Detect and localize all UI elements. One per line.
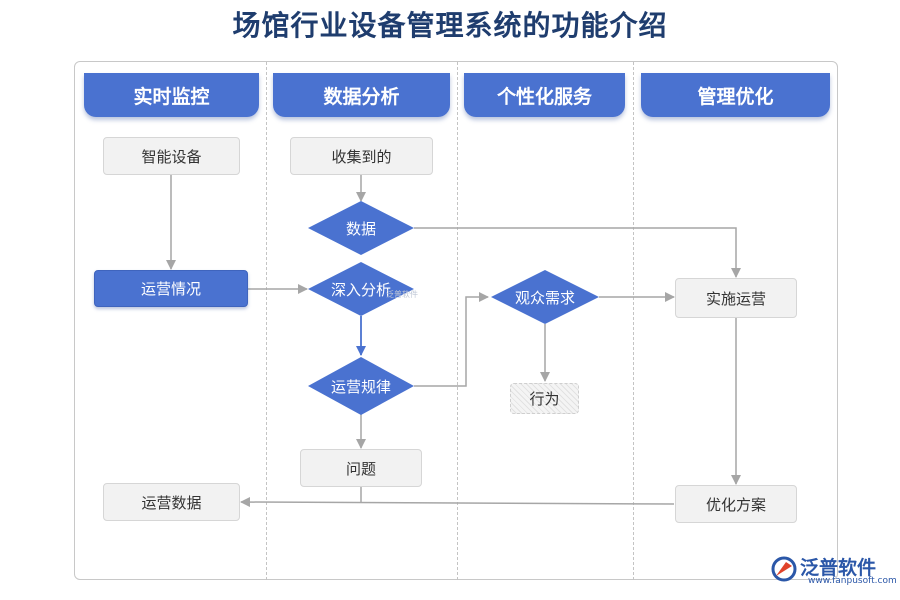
lane-header-realtime-monitoring: 实时监控 [84,73,259,117]
brand-logo: 泛普软件 www.fanpusoft.com [770,552,897,586]
arrow-data-to-implement-operation [414,227,741,278]
decision-audience-needs [491,270,599,324]
logo-url: www.fanpusoft.com [808,576,897,586]
lane-divider [266,62,267,580]
arrow-optimization-plan-to-operation-data [240,497,675,508]
page-title: 场馆行业设备管理系统的功能介绍 [232,9,668,42]
logo-icon [771,556,797,582]
label-data: 数据 [345,219,376,238]
logo-name: 泛普软件 [800,557,877,579]
decision-operation-rules [308,357,414,415]
node-optimization-plan: 优化方案 [675,485,797,523]
decision-data [308,201,414,255]
node-problem: 问题 [300,449,422,487]
label-operation-rules: 运营规律 [330,377,391,396]
lane-header-data-analysis: 数据分析 [273,73,450,117]
node-implement-operation: 实施运营 [675,278,797,318]
watermark: 泛普软件 [386,290,418,299]
diagram-frame [74,61,838,580]
node-operation-data: 运营数据 [103,483,240,521]
node-behavior: 行为 [510,383,579,414]
lane-divider [633,62,634,580]
lane-divider [457,62,458,580]
label-deep-analysis: 深入分析 [330,280,391,299]
node-collected: 收集到的 [290,137,433,175]
node-operation-status: 运营情况 [94,270,248,307]
arrow-operation-rules-to-audience-needs [414,292,489,387]
lane-header-management-optimization: 管理优化 [641,73,830,117]
decision-deep-analysis [308,262,414,316]
lane-header-personalized-service: 个性化服务 [464,73,625,117]
node-smart-device: 智能设备 [103,137,240,175]
label-audience-needs: 观众需求 [514,288,575,307]
